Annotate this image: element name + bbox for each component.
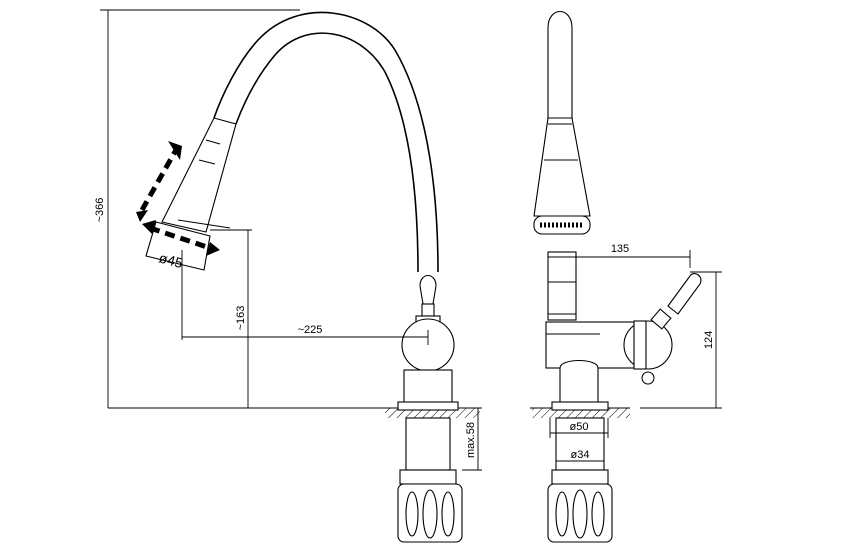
spout-tube-side [547, 11, 573, 121]
mounting-nut-side [547, 483, 613, 543]
spout-hose-outer [213, 11, 439, 273]
dim-base-diameter: ø50 [549, 418, 609, 438]
spray-head-motion-arrows [136, 141, 220, 256]
dim-height-total-label: ~366 [94, 198, 106, 223]
mounting-nut-front [397, 483, 463, 543]
counter-hatch-side [532, 408, 630, 418]
shank-front [405, 417, 451, 471]
dim-shank-diameter-label: ø34 [571, 449, 590, 461]
dim-reach: ~225 [181, 250, 429, 345]
dim-shank-diameter: ø34 [555, 444, 605, 466]
dim-spout-height: ~163 [210, 229, 252, 408]
dim-lever-height-label: 124 [703, 331, 715, 349]
counter-hatch-front [385, 408, 480, 418]
spray-head-front [145, 117, 237, 271]
hose-connector-side [547, 251, 577, 321]
body-sphere-side [623, 320, 673, 370]
dim-reach-label: ~225 [298, 324, 323, 336]
dim-max-thickness: max.58 [462, 407, 482, 471]
lever-handle-front [415, 274, 441, 325]
dim-lever-height: 124 [640, 271, 722, 409]
front-view: ~366 ~163 ~225 ø45 max.58 [94, 9, 482, 543]
spray-head-side [533, 117, 591, 235]
dim-height-total: ~366 [94, 9, 300, 408]
dim-spout-height-label: ~163 [235, 306, 247, 331]
dim-side-reach-label: 135 [611, 243, 629, 255]
lever-handle-side [650, 273, 702, 330]
body-block-side [545, 321, 637, 369]
spout-hose-inner [235, 32, 419, 273]
body-column-side [559, 359, 599, 403]
side-view: 135 124 ø50 ø34 [530, 11, 722, 543]
dim-base-diameter-label: ø50 [570, 421, 589, 433]
dim-head-diameter-label: ø45 [157, 249, 185, 271]
dim-max-thickness-label: max.58 [465, 422, 477, 458]
dim-side-reach: 135 [547, 243, 691, 268]
